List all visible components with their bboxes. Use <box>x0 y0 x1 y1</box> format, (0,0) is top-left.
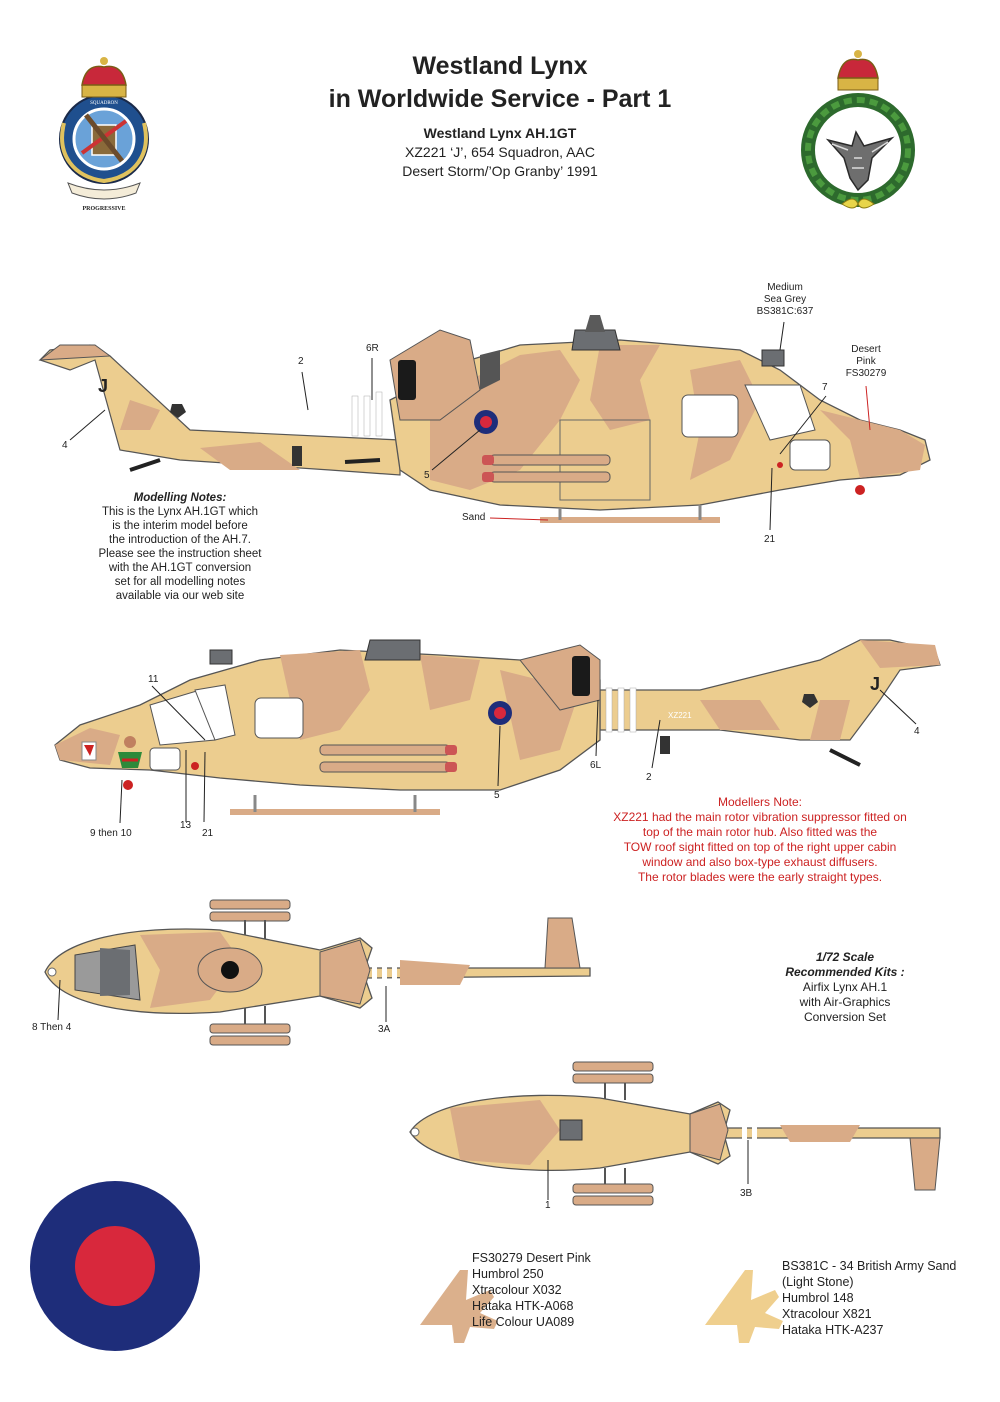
side-view-right <box>38 315 931 523</box>
title-line-1: Westland Lynx <box>412 52 588 80</box>
code-letter-right: J <box>98 376 108 396</box>
callout-8-then-4: 8 Then 4 <box>32 1022 72 1033</box>
page-title: Westland Lynx in Worldwide Service - Par… <box>250 50 750 116</box>
paint-list-army-sand: BS381C - 34 British Army Sand (Light Sto… <box>782 1259 957 1337</box>
callout-4b: 4 <box>914 726 920 737</box>
callout-2b: 2 <box>646 772 652 783</box>
callout-9-then-10: 9 then 10 <box>90 828 132 839</box>
desert-pink-swatch-icon <box>420 1270 498 1343</box>
callout-11: 11 <box>148 674 159 685</box>
callout-2: 2 <box>298 356 304 367</box>
plan-view-lower <box>409 1061 941 1206</box>
army-air-corps-badge-icon <box>801 50 915 209</box>
code-letter-left: J <box>870 674 880 694</box>
callout-4: 4 <box>62 440 68 451</box>
callout-medium-sea-grey: Medium Sea Grey BS381C:637 <box>756 282 814 317</box>
callout-7: 7 <box>822 382 828 393</box>
scale-recommendation: 1/72 Scale Recommended Kits : Airfix Lyn… <box>785 950 905 1024</box>
leader-lines <box>57 321 917 1200</box>
callout-13: 13 <box>180 820 192 831</box>
serial-marking-right: XZ221 <box>298 421 322 430</box>
serial-subtitle: XZ221 ‘J’, 654 Squadron, AAC <box>405 144 595 160</box>
callout-6l: 6L <box>590 760 602 771</box>
modelling-notes-heading: Modelling Notes: <box>133 492 227 504</box>
badge-ring-text: SQUADRON <box>90 101 118 106</box>
callout-21b: 21 <box>202 828 214 839</box>
raf-roundel-icon <box>30 1181 200 1351</box>
callout-21: 21 <box>764 534 776 545</box>
army-sand-swatch-icon <box>705 1270 783 1343</box>
callout-5b: 5 <box>494 790 500 801</box>
modelling-notes: Modelling Notes: This is the Lynx AH.1GT… <box>60 491 300 603</box>
badge-motto: PROGRESSIVE <box>82 206 125 212</box>
callout-desert-pink: Desert Pink FS30279 <box>845 344 887 379</box>
callout-5: 5 <box>424 470 430 481</box>
callout-6r: 6R <box>366 343 379 354</box>
plan-view-upper <box>44 899 591 1046</box>
modellers-note: Modellers Note: XZ221 had the main rotor… <box>613 795 907 884</box>
callout-1: 1 <box>545 1200 551 1211</box>
serial-marking-left: XZ221 <box>668 711 692 720</box>
operation-subtitle: Desert Storm/’Op Granby’ 1991 <box>402 163 598 179</box>
variant-subtitle: Westland Lynx AH.1GT <box>423 125 577 141</box>
callout-sand: Sand <box>462 512 486 523</box>
squadron-badge-icon <box>59 57 149 200</box>
callout-3a: 3A <box>378 1024 391 1035</box>
title-line-2: in Worldwide Service - Part 1 <box>328 85 672 113</box>
paint-list-desert-pink: FS30279 Desert Pink Humbrol 250 Xtracolo… <box>472 1251 591 1329</box>
side-view-left <box>54 639 941 815</box>
callout-3b: 3B <box>740 1188 753 1199</box>
